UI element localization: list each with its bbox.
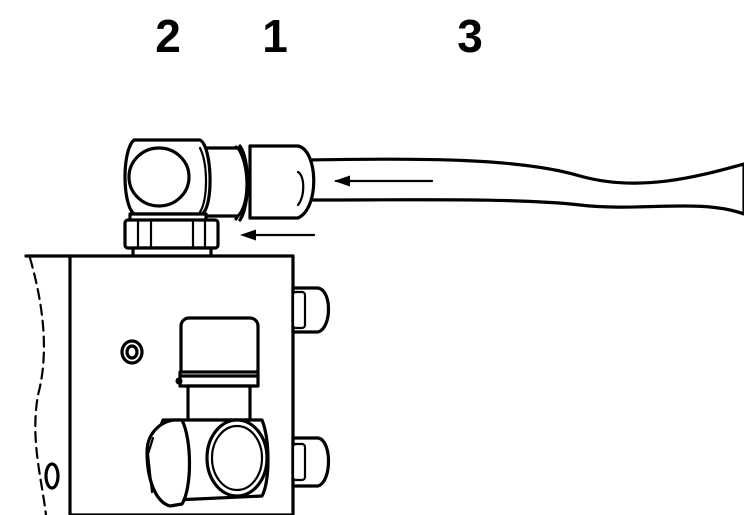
elbow-fitting: [123, 138, 249, 224]
side-bolts: [291, 286, 330, 488]
hose: [306, 157, 744, 216]
callout-3: 3: [457, 10, 483, 62]
hex-nut: [123, 218, 220, 259]
valve-body: [145, 316, 270, 508]
callout-2: 2: [155, 10, 181, 62]
callout-1: 1: [262, 10, 288, 62]
flow-arrow: [240, 229, 316, 241]
